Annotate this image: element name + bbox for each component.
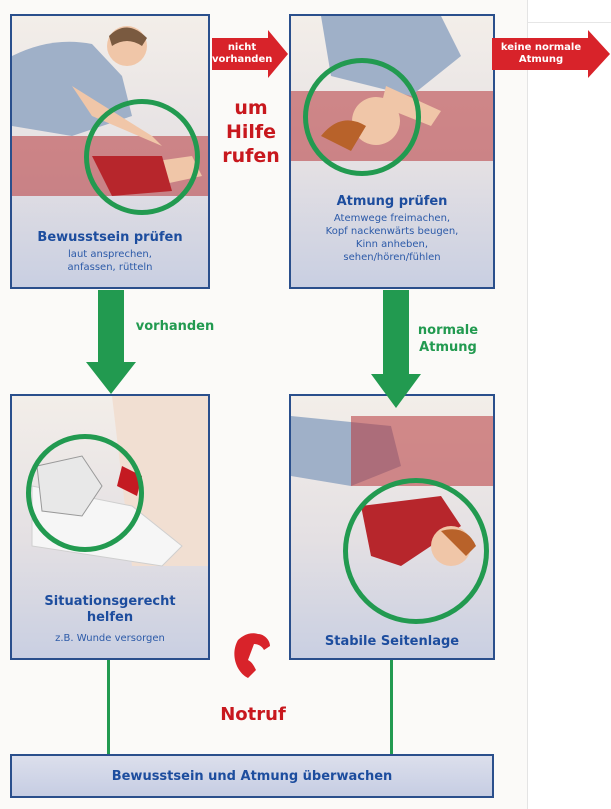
label-present: vorhanden [130,318,220,335]
arrow-no-normal-breathing: keine normale Atmung [492,30,610,78]
card-check-consciousness: Bewusstsein prüfen laut ansprechen, anfa… [10,14,210,289]
call-for-help-text: um Hilfe rufen [215,96,287,168]
arrow-label: nicht vorhanden [212,42,272,66]
panel-divider [528,0,611,23]
card-subtitle: z.B. Wunde versorgen [18,632,202,645]
card-situational-help: Situationsgerecht helfen z.B. Wunde vers… [10,394,210,660]
arrow-not-present: nicht vorhanden [212,30,288,78]
emergency-call-text: Notruf [210,704,296,725]
card-title: Atmung prüfen [291,194,493,209]
connector-left [107,660,110,754]
highlight-ring [26,434,144,552]
card-title: Stabile Seitenlage [291,634,493,649]
arrow-present [86,290,136,394]
green-arrow-shape [86,290,136,394]
highlight-ring [343,478,489,624]
right-panel [527,0,611,809]
card-recovery-position: Stabile Seitenlage [289,394,495,660]
highlight-ring [84,99,200,215]
highlight-ring [303,58,421,176]
card-title: Bewusstsein prüfen [12,230,208,245]
monitor-text: Bewusstsein und Atmung überwachen [112,769,393,784]
arrow-label: keine normale Atmung [494,42,588,66]
card-check-breathing: Atmung prüfen Atemwege freimachen, Kopf … [289,14,495,289]
card-title: Situationsgerecht helfen [12,594,208,626]
card-subtitle: Atemwege freimachen, Kopf nackenwärts be… [297,212,487,264]
connector-right [390,660,393,754]
phone-icon [228,632,272,682]
card-subtitle: laut ansprechen, anfassen, rütteln [18,248,202,274]
monitor-bar: Bewusstsein und Atmung überwachen [10,754,494,798]
label-normal-breathing: normale Atmung [408,322,488,356]
